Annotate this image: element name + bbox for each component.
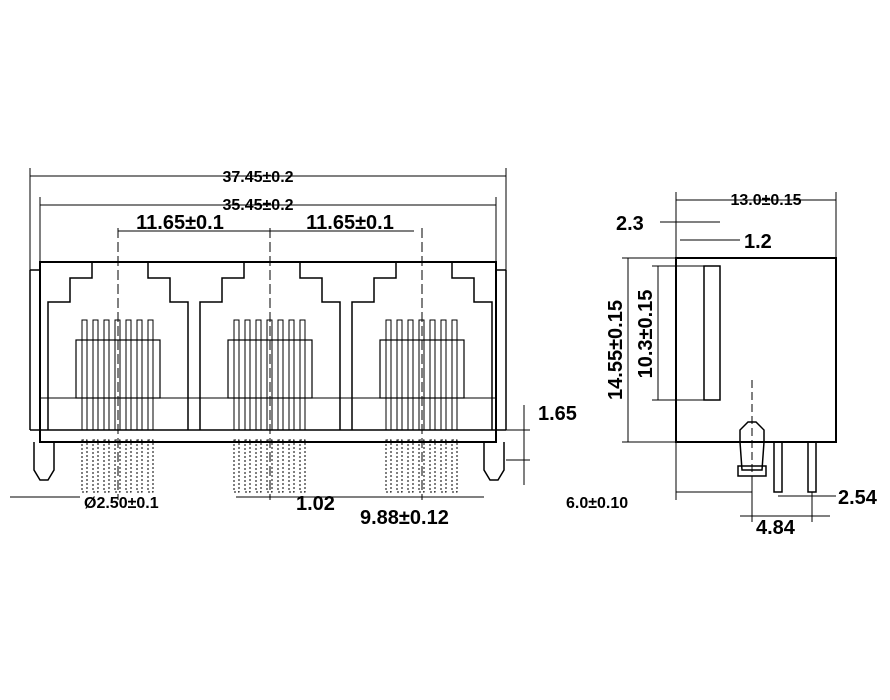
port-outline <box>47 261 189 430</box>
dim-height-total: 14.55±0.15 <box>605 300 627 400</box>
port-contact <box>92 319 99 431</box>
dim-pitch-right: 11.65±0.1 <box>306 212 394 234</box>
dim-pitch-left: 11.65±0.1 <box>136 212 224 234</box>
port-contact <box>244 319 251 431</box>
port-pin <box>299 439 306 493</box>
port-contact <box>440 319 447 431</box>
port-pin <box>288 439 295 493</box>
port-pin <box>114 439 121 493</box>
port-pin <box>147 439 154 493</box>
port-pin <box>396 439 403 493</box>
mounting-post-left <box>33 442 55 481</box>
dim-pin-spacing: 2.54 <box>838 487 878 509</box>
port-outline <box>351 261 493 430</box>
ports-group <box>47 228 493 500</box>
dim-body-width: 35.45±0.2 <box>222 197 293 214</box>
port-contact <box>147 319 154 431</box>
port-pin <box>385 439 392 493</box>
port-contact <box>288 319 295 431</box>
dim-offset-a: 2.3 <box>616 213 644 235</box>
port-contact <box>136 319 143 431</box>
port-3 <box>351 228 493 500</box>
port-contact <box>255 319 262 431</box>
dim-post-diameter: Ø2.50±0.1 <box>84 495 159 512</box>
side-pin-b <box>807 441 817 493</box>
port-pin <box>244 439 251 493</box>
port-pin <box>136 439 143 493</box>
port-pin <box>92 439 99 493</box>
port-contact <box>407 319 414 431</box>
port-pin <box>418 439 425 493</box>
port-contact <box>385 319 392 431</box>
dim-pin-offset: 9.88±0.12 <box>360 507 449 529</box>
side-body-outline <box>675 257 837 443</box>
side-pin-a <box>773 441 783 493</box>
dim-post-offset: 6.0±0.10 <box>566 495 628 512</box>
port-contact <box>103 319 110 431</box>
port-pin <box>407 439 414 493</box>
mounting-post-right <box>483 442 505 481</box>
port-contact <box>233 319 240 431</box>
port-pin <box>451 439 458 493</box>
port-pin <box>103 439 110 493</box>
dim-pin-pitch: 1.02 <box>296 493 335 515</box>
side-view: 13.0±0.15 2.3 1.2 14.55±0.15 10.3±0.15 6… <box>566 192 878 539</box>
front-view: 37.45±0.2 35.45±0.2 11.65±0.1 11.65±0.1 … <box>10 168 577 529</box>
port-contact <box>277 319 284 431</box>
port-contact <box>451 319 458 431</box>
port-contact <box>396 319 403 431</box>
port-1 <box>47 228 189 500</box>
dim-row-spacing: 4.84 <box>756 517 796 539</box>
side-window <box>703 265 721 401</box>
housing-outline <box>39 261 497 443</box>
port-outline <box>199 261 341 430</box>
port-pin <box>440 439 447 493</box>
dim-depth: 13.0±0.15 <box>730 192 801 209</box>
dim-height-window: 10.3±0.15 <box>635 290 657 379</box>
port-pin <box>81 439 88 493</box>
port-pin <box>429 439 436 493</box>
port-pin <box>125 439 132 493</box>
port-pin <box>266 439 273 493</box>
dim-post-height: 1.65 <box>538 403 577 425</box>
port-pin <box>277 439 284 493</box>
port-contact <box>125 319 132 431</box>
dim-overall-width: 37.45±0.2 <box>222 169 293 186</box>
port-contact <box>299 319 306 431</box>
port-contact <box>429 319 436 431</box>
dim-offset-b: 1.2 <box>744 231 772 253</box>
port-pin <box>233 439 240 493</box>
port-pin <box>255 439 262 493</box>
port-2 <box>199 228 341 500</box>
side-mounting-post <box>739 421 765 471</box>
port-contact <box>81 319 88 431</box>
